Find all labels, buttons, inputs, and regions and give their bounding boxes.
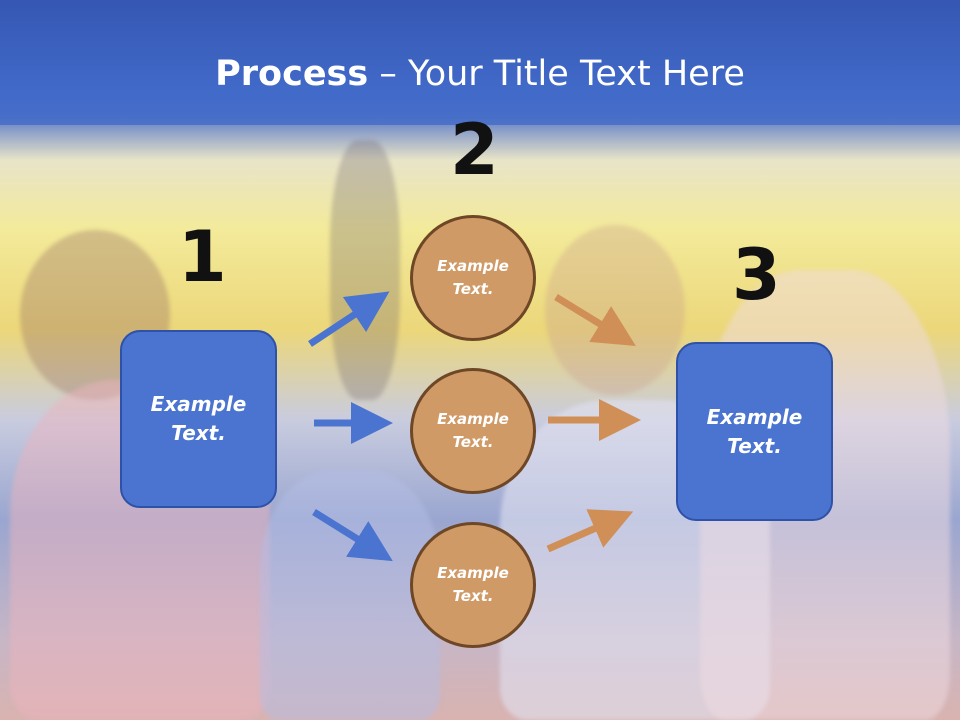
right-process-box: Example Text. — [676, 342, 833, 521]
orange-arrow-down — [554, 294, 636, 346]
process-circle-top: Example Text. — [410, 215, 536, 341]
orange-arrow-up — [546, 509, 634, 553]
step-number-1: 1 — [178, 216, 227, 298]
process-circle-middle: Example Text. — [410, 368, 536, 494]
title-bold: Process — [215, 54, 369, 94]
process-circle-bottom: Example Text. — [410, 522, 536, 648]
background-figure — [330, 140, 400, 400]
step-number-2: 2 — [450, 109, 499, 191]
slide-title: Process – Your Title Text Here — [0, 52, 960, 96]
left-box-text: Example Text. — [150, 392, 247, 445]
circle-text-middle: Example Text. — [437, 410, 509, 451]
left-process-box: Example Text. — [120, 330, 277, 508]
step-number-3: 3 — [732, 234, 781, 316]
title-rest: – Your Title Text Here — [368, 54, 745, 94]
blue-arrow-down — [312, 509, 393, 562]
title-band — [0, 0, 960, 125]
circle-text-top: Example Text. — [437, 257, 509, 298]
circle-text-bottom: Example Text. — [437, 564, 509, 605]
right-box-text: Example Text. — [706, 404, 803, 458]
blue-arrow-up — [308, 291, 390, 347]
